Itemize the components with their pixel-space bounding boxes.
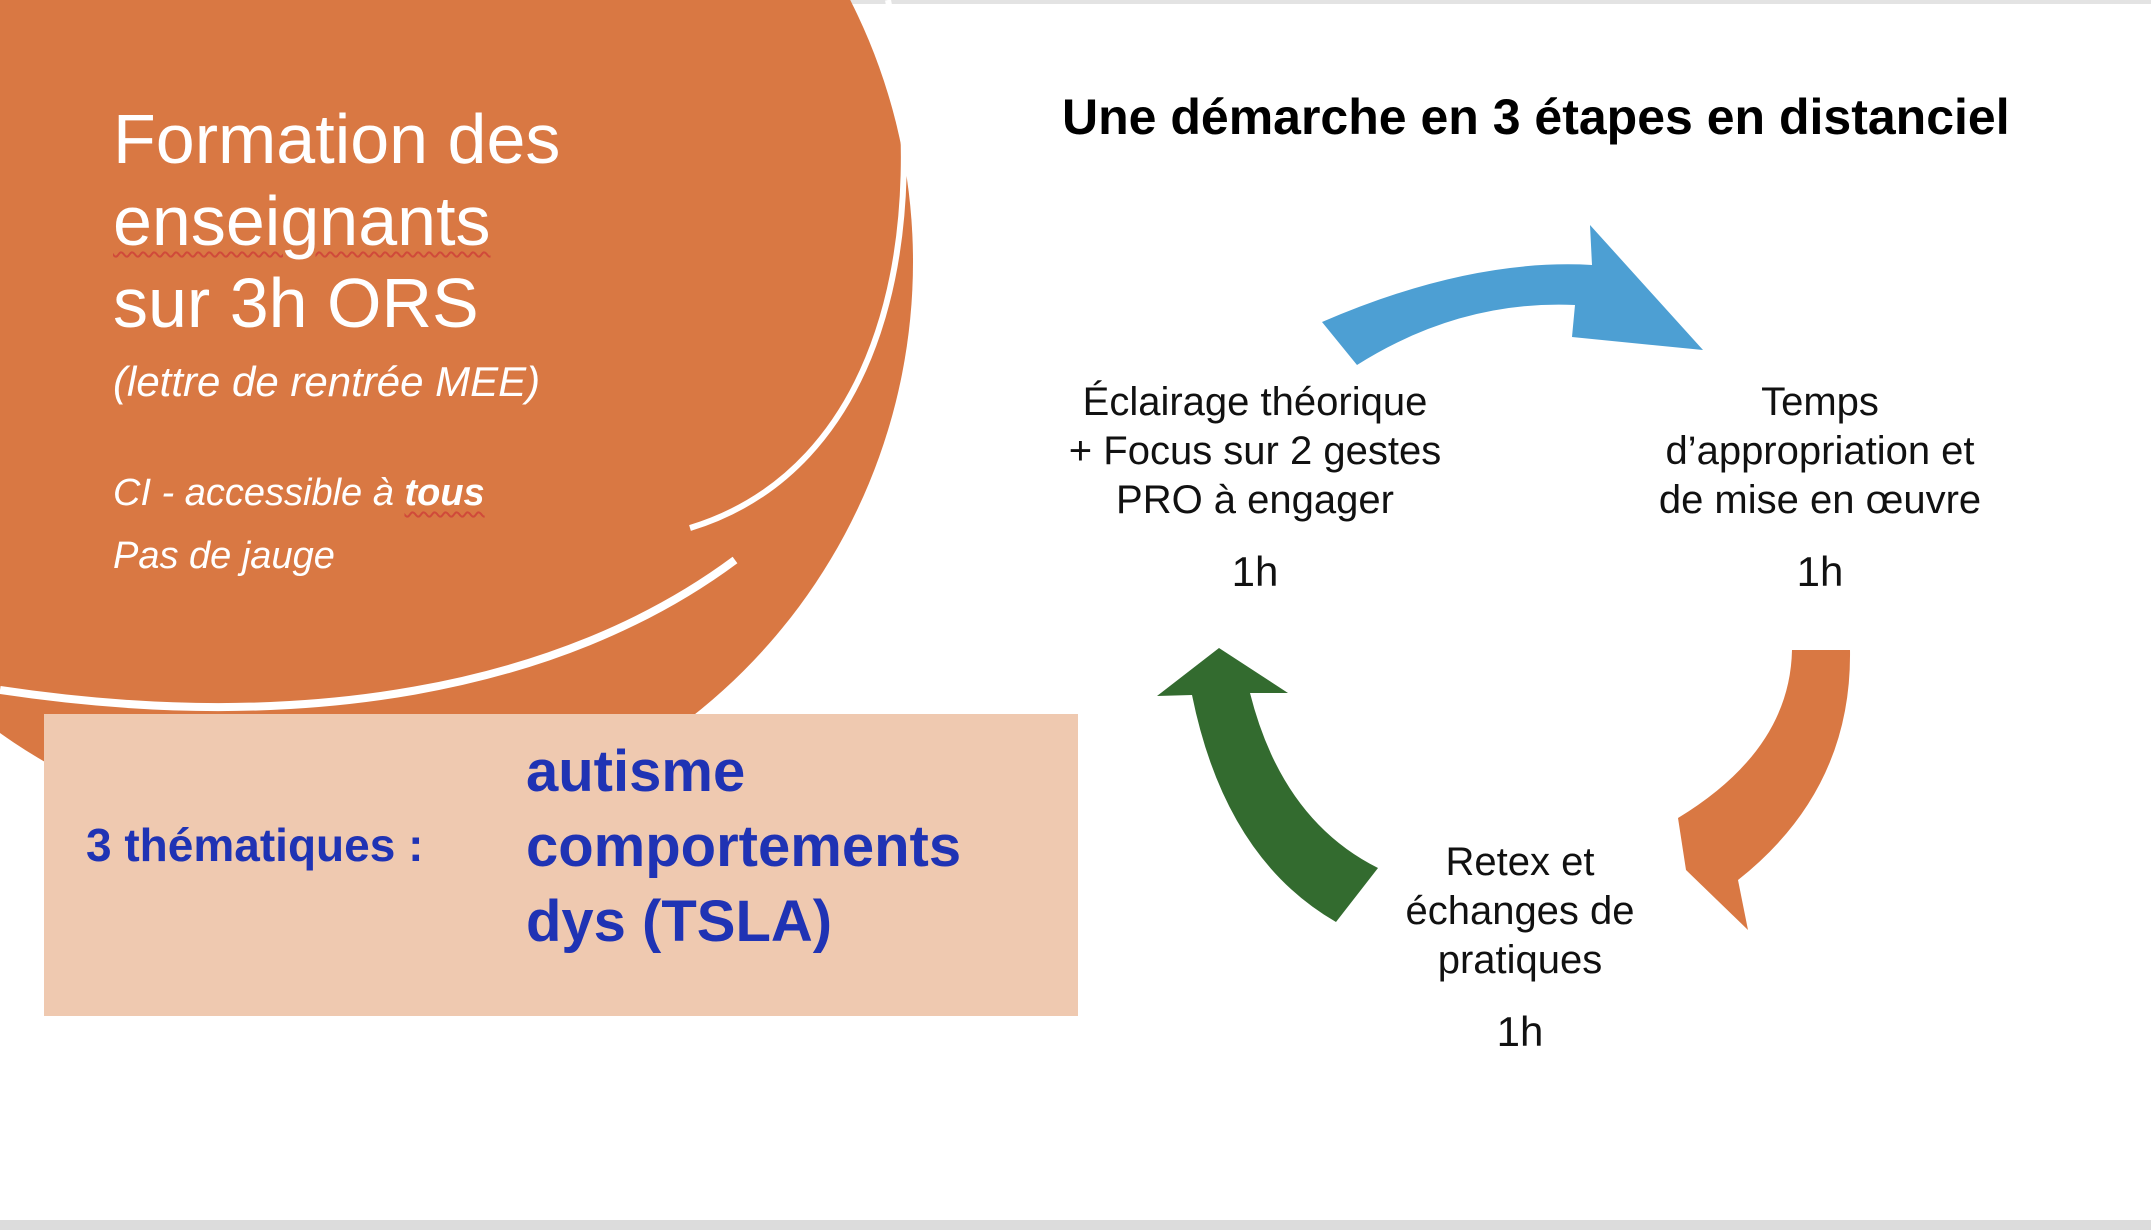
access-bold: tous — [404, 472, 485, 514]
step-line: Retex et — [1445, 840, 1595, 884]
arrow-green-icon — [1157, 648, 1378, 922]
slide-bottom-border — [0, 1220, 2151, 1230]
step-line: échanges de — [1405, 889, 1635, 933]
theme-item: comportements — [526, 814, 962, 879]
step-theory: Éclairage théorique + Focus sur 2 gestes… — [1010, 378, 1500, 596]
access-note: CI - accessible à tous — [113, 472, 485, 515]
title-line-3: sur 3h ORS — [113, 264, 479, 342]
step-line: Éclairage théorique — [1082, 380, 1428, 424]
gauge-note: Pas de jauge — [113, 535, 335, 577]
step-line: PRO à engager — [1116, 478, 1394, 522]
title-line-1: Formation des — [113, 100, 561, 178]
white-arc-line-2 — [0, 556, 738, 711]
step-duration: 1h — [1496, 1008, 1544, 1055]
themes-box: 3 thématiques : autisme comportements dy… — [44, 714, 1078, 1016]
arrow-orange-icon — [1678, 650, 1851, 930]
theme-item: dys (TSLA) — [526, 889, 833, 954]
themes-label: 3 thématiques : — [86, 819, 424, 871]
step-line: de mise en œuvre — [1658, 478, 1982, 522]
subtitle: (lettre de rentrée MEE) — [113, 358, 541, 405]
arrow-blue-icon — [1322, 225, 1703, 365]
step-retex: Retex et échanges de pratiques 1h — [1340, 838, 1700, 1056]
step-appropriation: Temps d’appropriation et de mise en œuvr… — [1600, 378, 2040, 596]
step-line: pratiques — [1437, 938, 1603, 982]
title-line-2: enseignants — [113, 182, 491, 260]
step-duration: 1h — [1796, 548, 1844, 595]
step-line: Temps — [1761, 380, 1879, 424]
step-line: + Focus sur 2 gestes — [1068, 429, 1442, 473]
theme-item: autisme — [526, 739, 746, 804]
slide-top-border — [0, 0, 2151, 4]
step-line: d’appropriation et — [1665, 429, 1975, 473]
themes-list: autisme comportements dys (TSLA) — [526, 734, 961, 959]
white-arc-line — [689, 0, 907, 531]
process-headline: Une démarche en 3 étapes en distanciel — [1062, 89, 2010, 145]
orange-circle-shape — [0, 0, 913, 840]
slide-title: Formation des enseignants sur 3h ORS — [113, 98, 753, 344]
step-duration: 1h — [1231, 548, 1279, 595]
access-prefix: CI - accessible à — [113, 472, 405, 514]
